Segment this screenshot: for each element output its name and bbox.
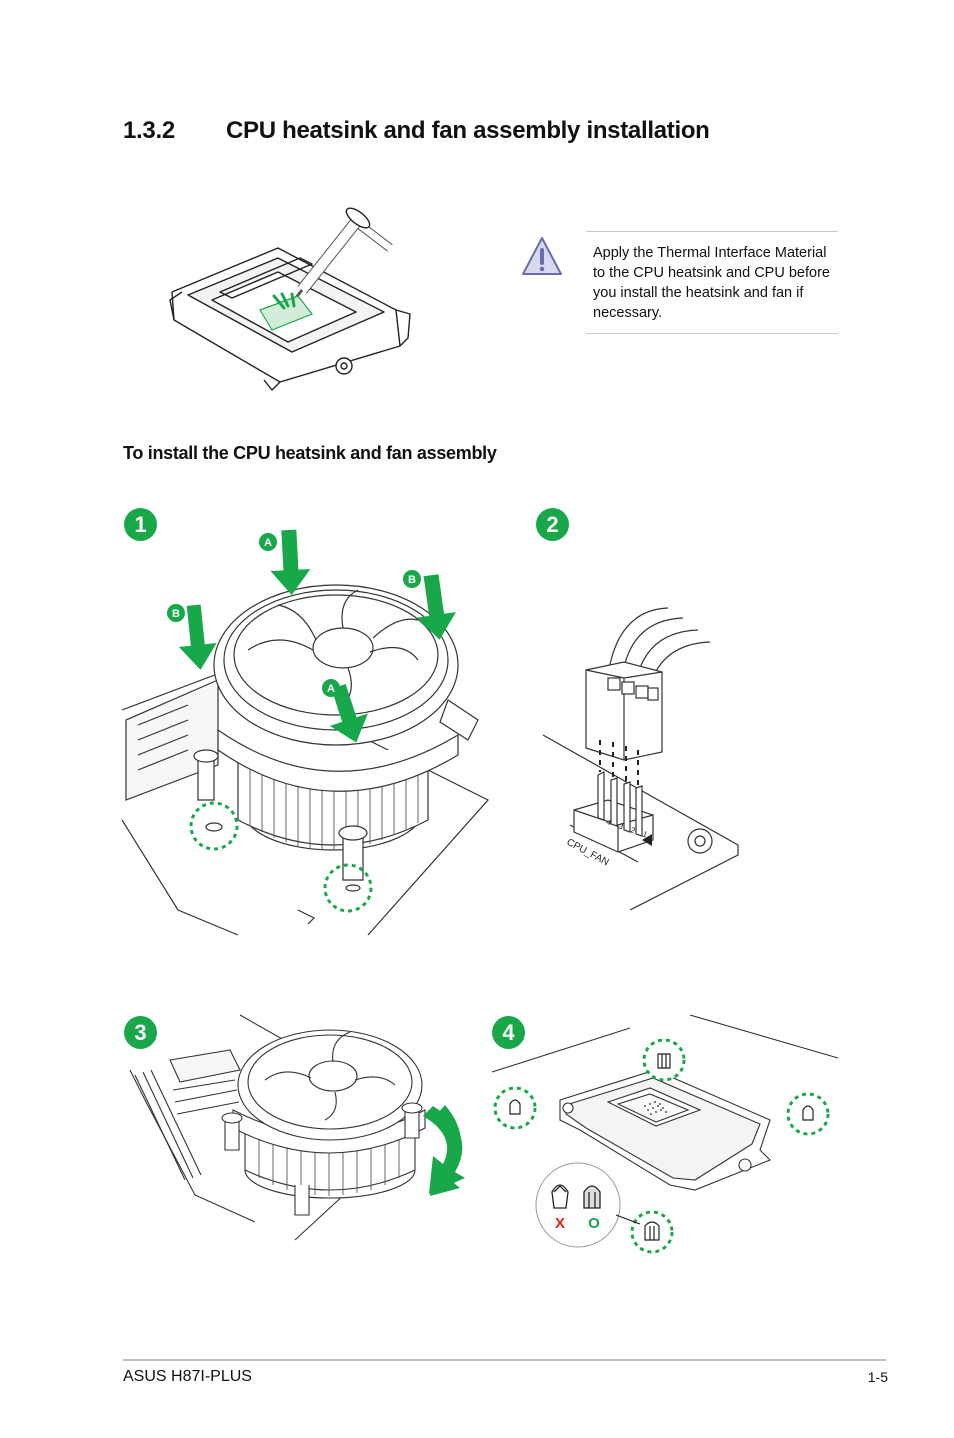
procedure-heading: To install the CPU heatsink and fan asse… [123,443,497,463]
footer-product-name: ASUS H87I-PLUS [123,1368,252,1385]
pin-4-label: 4 [605,817,613,827]
note-box: Apply the Thermal Interface Material to … [586,231,838,334]
section-title-text: CPU heatsink and fan assembly installati… [226,117,710,144]
section-number: 1.3.2 [123,117,175,144]
wrong-mark: X [555,1215,565,1232]
step-1-label-b-right: B [408,574,416,586]
step-2-badge: 2 [536,508,569,541]
step-1-label-a-top: A [264,537,272,549]
footer-rule [123,1359,886,1361]
step-3-rotate-arrow-icon [423,1106,465,1194]
pin-3-label: 3 [617,821,625,831]
footer-page-number: 1-5 [867,1369,888,1385]
step-3-badge: 3 [124,1016,157,1049]
step-1-heatsink-placement: A B B A [121,529,489,936]
pin-2-label: 2 [629,825,637,835]
warning-triangle-icon [522,237,562,275]
thermal-paste-illustration [169,207,411,391]
pin-1-label: 1 [641,829,649,839]
section-title: 1.3.2 CPU heatsink and fan assembly insta… [123,117,710,145]
step-2-cpu-fan-connector: 4 3 2 1 CPU_FAN [542,607,739,911]
step-4-fastener-check: X O [491,1014,839,1254]
step-3-secure-fasteners [129,1014,462,1241]
step-4-badge: 4 [492,1016,525,1049]
step-1-label-a-center: A [327,683,335,695]
step-1-label-b-left: B [172,608,180,620]
note-text: Apply the Thermal Interface Material to … [593,245,830,321]
step-1-badge: 1 [124,508,157,541]
right-mark: O [588,1215,600,1232]
